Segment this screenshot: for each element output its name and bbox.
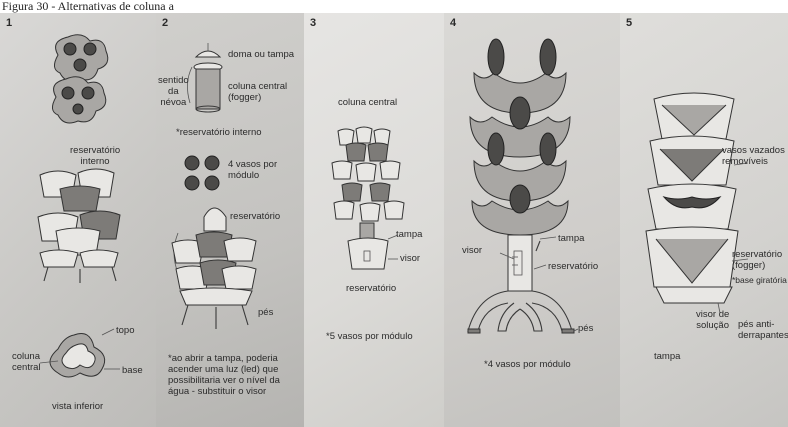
- panel-3: 3 coluna central: [304, 13, 444, 427]
- label-doma-tampa: doma ou tampa: [228, 49, 294, 60]
- label-reservatorio-fogger: reservatório(fogger): [732, 249, 782, 271]
- label-vista-inferior: vista inferior: [52, 401, 103, 412]
- label-reservatorio-interno: reservatóriointerno: [70, 145, 120, 167]
- label-tampa: tampa: [396, 229, 422, 240]
- panel-4: 4 visor tampa: [444, 13, 620, 427]
- panel-1: 1 reservatóriointerno topo: [0, 13, 156, 427]
- panel-3-sketch: [304, 13, 444, 427]
- label-topo: topo: [116, 325, 135, 336]
- label-reservatorio: reservatório: [346, 283, 396, 294]
- label-visor: visor: [400, 253, 420, 264]
- label-reservatorio: reservatório: [548, 261, 598, 272]
- label-coluna-central-fogger: coluna central(fogger): [228, 81, 287, 103]
- label-pes-antiderrapantes: pés anti-derrapantes: [738, 319, 788, 341]
- label-reservatorio-interno: *reservatório interno: [176, 127, 262, 138]
- label-base: base: [122, 365, 143, 376]
- label-coluna-central: coluna central: [338, 97, 397, 108]
- panel-2: 2 doma ou tampa sentidodanévoa: [156, 13, 304, 427]
- label-pes: pés: [578, 323, 593, 334]
- label-pes: pés: [258, 307, 273, 318]
- note-led: *ao abrir a tampa, poderia acender uma l…: [168, 353, 302, 397]
- label-base-giratoria: *base giratória: [732, 275, 787, 286]
- label-sentido-nevoa: sentidodanévoa: [158, 75, 189, 108]
- label-tampa: tampa: [654, 351, 680, 362]
- label-visor: visor: [462, 245, 482, 256]
- sketch-sheet: 1 reservatóriointerno topo: [0, 13, 788, 427]
- panel-5-sketch: [620, 13, 788, 427]
- label-tampa: tampa: [558, 233, 584, 244]
- note-vasos: *4 vasos por módulo: [484, 359, 571, 370]
- label-reservatorio: reservatório: [230, 211, 280, 222]
- figure-caption: Figura 30 - Alternativas de coluna a: [0, 0, 788, 13]
- label-visor-solucao: visor desolução: [696, 309, 729, 331]
- panel-5: 5 vasos vazadosremovíveis reservatório(f…: [620, 13, 788, 427]
- label-coluna-central: colunacentral: [12, 351, 41, 373]
- label-vasos-modulo: 4 vasos pormódulo: [228, 159, 277, 181]
- label-vasos-removiveis: vasos vazadosremovíveis: [722, 145, 785, 167]
- note-vasos: *5 vasos por módulo: [326, 331, 413, 342]
